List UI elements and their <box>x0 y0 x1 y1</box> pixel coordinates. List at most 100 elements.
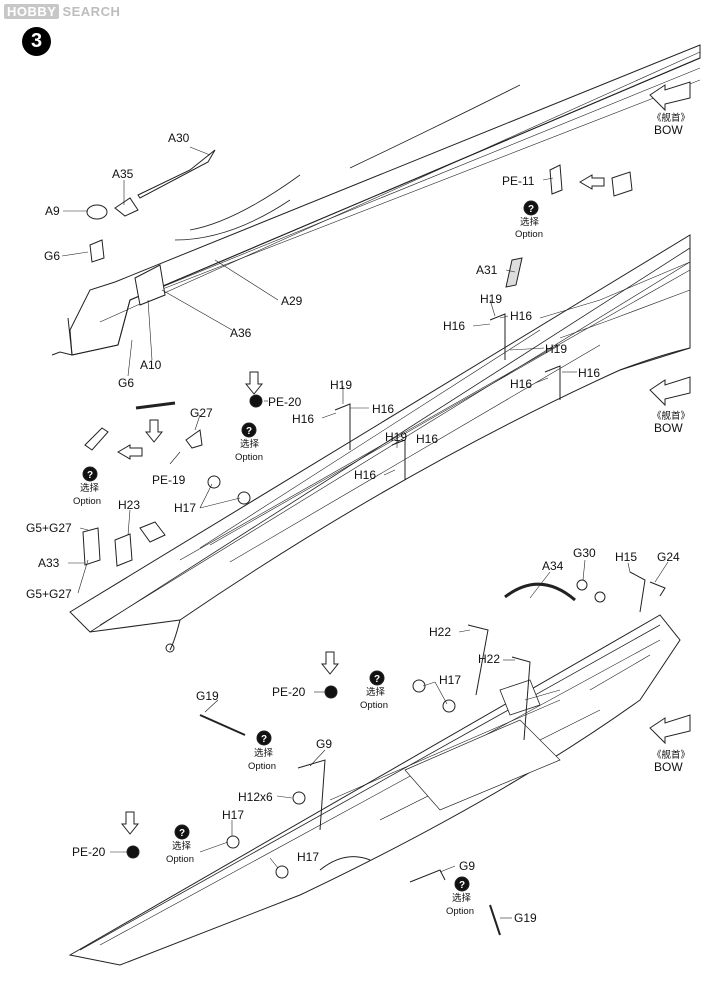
label-h19-a: H19 <box>480 292 502 306</box>
label-a30: A30 <box>168 131 190 145</box>
arrow-pe11 <box>579 174 605 190</box>
part-g9-b <box>409 869 446 883</box>
option-cn-2: 选择 <box>240 438 260 450</box>
option-en-3: Option <box>73 496 101 507</box>
part-h22-b <box>511 656 531 741</box>
option-en-1: Option <box>515 229 543 240</box>
label-h16-c: H16 <box>510 377 532 391</box>
label-pe20-bottom: PE-20 <box>72 845 106 859</box>
step-number-badge: 3 <box>22 27 51 56</box>
part-h17-f <box>275 865 289 879</box>
part-h17-c <box>412 679 426 693</box>
part-pe20-mid <box>324 685 338 699</box>
part-h16-mid <box>334 403 351 450</box>
part-h23 <box>114 533 133 567</box>
watermark-logo: HOBBY <box>4 4 60 19</box>
part-g27 <box>185 429 203 449</box>
label-h17-b: H17 <box>439 673 461 687</box>
option-en-6: Option <box>166 854 194 865</box>
part-g30-b <box>594 591 606 603</box>
bow-cn-1: 《舰首》 <box>652 112 690 124</box>
bow-arrow-2 <box>649 376 691 407</box>
arrow-down-pe20-mid <box>320 651 340 675</box>
label-h17-a: H17 <box>174 501 196 515</box>
part-h17-e <box>226 835 240 849</box>
option-cn-3: 选择 <box>80 482 100 494</box>
label-h17-c: H17 <box>222 808 244 822</box>
part-h15 <box>629 571 646 613</box>
option-q-3: ? <box>87 470 93 481</box>
option-q-6: ? <box>179 828 185 839</box>
label-pe11: PE-11 <box>502 174 535 188</box>
label-h15: H15 <box>615 550 637 564</box>
part-g27-alt <box>84 427 109 451</box>
option-q-7: ? <box>459 880 465 891</box>
label-h12x6: H12x6 <box>238 790 273 804</box>
part-pe11 <box>549 164 563 195</box>
watermark-text: SEARCH <box>62 4 121 19</box>
part-h19-h16-upper <box>489 313 506 360</box>
label-h22-a: H22 <box>429 625 451 639</box>
part-h17-d <box>442 699 456 713</box>
label-a35: A35 <box>112 167 134 181</box>
label-a9: A9 <box>45 204 60 218</box>
part-h22-a <box>467 624 489 696</box>
label-h23: H23 <box>118 498 140 512</box>
part-g5-g27 <box>82 527 101 566</box>
option-q-2: ? <box>246 426 252 437</box>
part-a30 <box>137 149 216 199</box>
label-g9-a: G9 <box>316 737 332 751</box>
bow-en-2: BOW <box>654 421 683 435</box>
label-g30: G30 <box>573 546 596 560</box>
bow-arrow-3 <box>649 714 691 745</box>
label-h16-a: H16 <box>443 319 465 333</box>
part-pe20-bottom <box>126 845 140 859</box>
arrow-pe19 <box>117 444 143 460</box>
label-h16-h: H16 <box>354 468 376 482</box>
label-a10: A10 <box>140 358 162 372</box>
option-cn-7: 选择 <box>452 892 472 904</box>
part-g6 <box>89 239 105 263</box>
part-pe11-detail <box>611 171 633 197</box>
label-g19-a: G19 <box>196 689 219 703</box>
label-g5-g27-a: G5+G27 <box>26 521 72 535</box>
part-g19-a <box>199 714 246 736</box>
part-h17-b <box>237 491 251 505</box>
part-h12x6 <box>292 791 306 805</box>
part-a10-a36 <box>134 264 166 306</box>
part-a35 <box>114 197 139 217</box>
label-a36: A36 <box>230 326 252 340</box>
option-cn-4: 选择 <box>366 686 386 698</box>
part-h19-h16-right <box>544 365 561 400</box>
option-marks <box>82 200 539 892</box>
arrow-down-pe20-top <box>244 371 264 395</box>
label-g5-g27-b: G5+G27 <box>26 587 72 601</box>
label-g6-lower: G6 <box>118 376 134 390</box>
bow-en-1: BOW <box>654 123 683 137</box>
label-g6-upper: G6 <box>44 249 60 263</box>
part-detail-curve <box>319 856 371 871</box>
option-en-2: Option <box>235 452 263 463</box>
label-h19-c: H19 <box>330 378 352 392</box>
bow-en-3: BOW <box>654 760 683 774</box>
arrow-down-pe19 <box>144 419 164 443</box>
part-h23-detail <box>139 521 166 543</box>
label-h22-b: H22 <box>478 652 500 666</box>
label-h16-d: H16 <box>578 366 600 380</box>
part-h17-a <box>207 475 221 489</box>
option-q-4: ? <box>374 674 380 685</box>
part-g9-a <box>297 759 326 831</box>
bow-arrow-1 <box>649 81 691 112</box>
part-g19-b <box>489 904 501 936</box>
label-h19-b: H19 <box>545 342 567 356</box>
option-en-4: Option <box>360 700 388 711</box>
label-pe19: PE-19 <box>152 473 186 487</box>
option-cn-1: 选择 <box>520 216 540 228</box>
option-q-5: ? <box>261 734 267 745</box>
label-g27: G27 <box>190 406 213 420</box>
bow-cn-2: 《舰首》 <box>652 410 690 422</box>
label-a34: A34 <box>542 559 564 573</box>
label-g9-b: G9 <box>459 859 475 873</box>
option-q-1: ? <box>528 204 534 215</box>
